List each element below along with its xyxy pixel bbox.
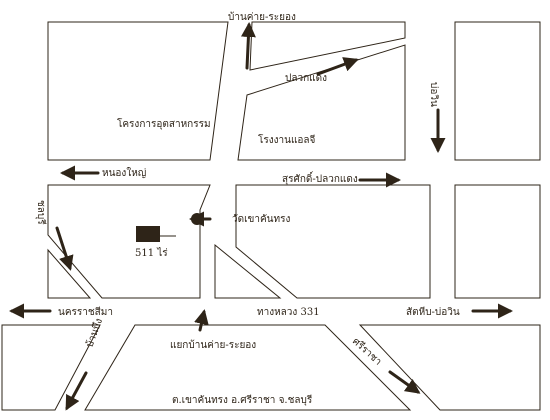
block-central-east — [235, 184, 431, 299]
road-label-chonburi: ชลบุรี — [35, 200, 47, 225]
direction-arrow-icon — [316, 57, 359, 76]
direction-arrow-icon — [194, 309, 209, 332]
direction-arrow-icon — [55, 226, 74, 271]
block-plot-511 — [47, 184, 211, 299]
block-east-of-bo-win — [454, 21, 541, 161]
block-sliver-west — [47, 248, 92, 299]
road-label-nong-yai: หนองใหญ่ — [102, 167, 146, 179]
plot-marker-icon — [136, 226, 160, 242]
block-pluak-daeng-north — [249, 21, 406, 71]
road-label-pluak-daeng: ปลวกแดง — [285, 73, 327, 84]
block-southwest — [1, 324, 101, 411]
temple-marker-icon — [191, 213, 203, 225]
block-south-centre — [84, 324, 412, 411]
direction-arrow-icon — [65, 371, 88, 411]
road-label-sattahip-bo-win: สัตหีบ-บ่อวิน — [406, 306, 460, 318]
direction-arrows — [8, 22, 513, 411]
road-label-nakhon-ratchasima: นครราชสีมา — [58, 306, 113, 318]
road-label-bo-win: บ่อวิน — [428, 82, 439, 107]
block-industrial-project — [47, 21, 229, 161]
place-label-industrial-project: โครงการอุตสาหกรรม — [117, 117, 211, 130]
direction-arrow-icon — [240, 22, 256, 70]
road-label-ban-khai-rayong: บ้านค่าย-ระยอง — [228, 11, 296, 23]
road-label-surasak-pluak-daeng: สุรศักดิ์-ปลวกแดง — [282, 171, 358, 185]
direction-arrow-icon — [388, 370, 421, 394]
block-wedge-south — [214, 243, 282, 299]
place-label-wat: วัดเขาคันทรง — [232, 214, 290, 225]
place-label-plot-size: 511 ไร่ — [135, 247, 168, 259]
road-label-yaek-ban-khai-rayong: แยกบ้านค่าย-ระยอง — [170, 339, 256, 351]
place-label-location: ต.เขาคันทรง อ.ศรีราชา จ.ชลบุรี — [172, 394, 313, 406]
block-far-east-middle — [454, 184, 541, 299]
road-label-highway-331: ทางหลวง 331 — [257, 307, 320, 318]
city-blocks — [1, 21, 541, 411]
place-label-lpg-plant: โรงงานแอลจี — [258, 133, 316, 146]
